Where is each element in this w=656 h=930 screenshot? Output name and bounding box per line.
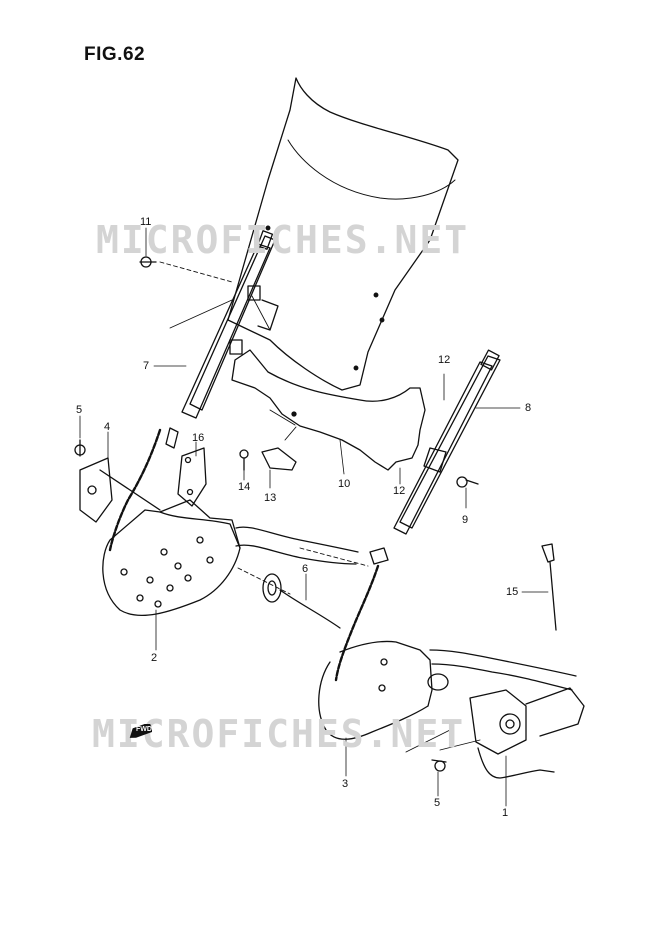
right-drive-assembly	[318, 547, 577, 740]
drive-cable-6	[262, 573, 341, 629]
bolt-5-lower	[431, 759, 447, 772]
bolt-9	[456, 476, 479, 488]
windscreen	[227, 77, 459, 391]
callout-16: 16	[192, 432, 205, 444]
rail-right	[393, 349, 501, 535]
left-drive-assembly	[102, 427, 359, 617]
cable-tie-15	[541, 543, 557, 631]
callout-2: 2	[151, 652, 158, 664]
clip-13	[261, 447, 297, 471]
callout-3: 3	[342, 778, 349, 790]
callout-6: 6	[302, 563, 309, 575]
callout-8: 8	[525, 402, 532, 414]
callout-11: 11	[140, 216, 152, 228]
bolt-14	[239, 449, 249, 471]
fwd-label: FWD	[136, 726, 152, 733]
mounting-plate	[231, 349, 426, 471]
callout-7: 7	[143, 360, 150, 372]
bracket-4	[79, 457, 161, 523]
callout-1: 1	[502, 807, 509, 819]
watermark-lower: MICROFICHES.NET	[92, 712, 466, 756]
callout-14: 14	[238, 481, 251, 493]
bracket-16	[177, 447, 207, 507]
callout-13: 13	[264, 492, 277, 504]
motor-1	[469, 687, 585, 779]
rail-left	[181, 230, 279, 419]
callout-4: 4	[104, 421, 111, 433]
callout-5-lower: 5	[434, 797, 441, 809]
callout-15: 15	[506, 586, 519, 598]
callout-12-lower: 12	[393, 485, 406, 497]
callout-5-upper: 5	[76, 404, 83, 416]
callout-12-upper: 12	[438, 354, 451, 366]
bolt-11	[139, 256, 157, 268]
bolt-5-upper	[74, 439, 86, 457]
callout-9: 9	[462, 514, 469, 526]
fwd-arrow-icon	[129, 724, 152, 738]
callout-10: 10	[338, 478, 351, 490]
figure-title: FIG.62	[84, 44, 146, 65]
watermark-upper: MICROFICHES.NET	[96, 218, 470, 262]
